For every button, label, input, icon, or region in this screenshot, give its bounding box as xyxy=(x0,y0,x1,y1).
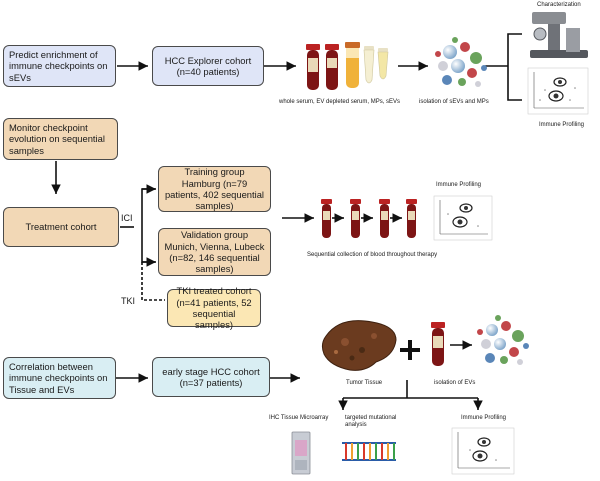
tki-cohort-box: TKI treated cohort (n=41 patients, 52 se… xyxy=(167,285,261,330)
blood-tube-icon xyxy=(306,44,320,90)
explorer-box: HCC Explorer cohort (n=40 patients) xyxy=(152,46,264,86)
blood-tube-icon xyxy=(321,199,332,238)
correlation-box: Correlation between immune checkpoints o… xyxy=(3,357,116,399)
scatter-plot-icon xyxy=(527,67,589,115)
serum-tube-icon xyxy=(345,42,360,88)
mutational-label: targeted mutational analysis xyxy=(345,415,397,429)
microscope-icon xyxy=(530,12,588,58)
tissue-slide-icon xyxy=(291,431,311,475)
row2-arrows xyxy=(51,161,402,301)
immune-profiling-label-2: Immune Profiling xyxy=(436,182,482,188)
training-box: Training group Hamburg (n=79 patients, 4… xyxy=(158,166,271,212)
vesicle-cloud-icon xyxy=(477,315,529,365)
scatter-plot-icon xyxy=(433,195,493,241)
validation-box: Validation group Munich, Vienna, Lubeck … xyxy=(158,228,271,276)
predict-box: Predict enrichment of immune checkpoints… xyxy=(3,45,116,87)
characterization-label: Characterization xyxy=(537,2,581,8)
blood-tube-icon xyxy=(350,199,361,238)
monitor-box: Monitor checkpoint evolution on sequenti… xyxy=(3,118,118,160)
blood-tube-icon xyxy=(406,199,417,238)
liver-icon xyxy=(321,320,397,371)
row1-arrows xyxy=(117,33,522,101)
isolation-label: isolation of sEVs and MPs xyxy=(419,99,489,105)
tki-label: TKI xyxy=(121,296,136,306)
ihc-label: IHC Tissue Microarray xyxy=(269,415,329,421)
plus-icon xyxy=(400,340,420,360)
blood-tube-icon xyxy=(431,322,445,366)
blood-tube-icon xyxy=(379,199,390,238)
tube-caption: whole serum, EV depleted serum, MPs, sEV… xyxy=(279,99,401,105)
blood-tube-icon xyxy=(325,44,339,90)
vesicle-cloud-icon xyxy=(435,37,487,87)
serum-tube-icon xyxy=(377,48,389,80)
treatment-box: Treatment cohort xyxy=(3,207,119,247)
ici-label: ICI xyxy=(121,213,133,223)
immune-profiling-label-1: Immune Profiling xyxy=(539,122,585,128)
sequential-label: Sequential collection of blood throughou… xyxy=(307,252,438,258)
scatter-plot-icon xyxy=(451,427,515,475)
row3-arrows xyxy=(116,340,483,410)
dna-icon xyxy=(342,442,396,461)
immune-profiling-label-3: Immune Profiling xyxy=(461,415,507,421)
early-stage-box: early stage HCC cohort (n=37 patients) xyxy=(152,357,270,397)
isolation-evs-label: isolation of EVs xyxy=(434,380,476,386)
tumor-tissue-label: Tumor Tissue xyxy=(346,380,383,386)
serum-tube-icon xyxy=(363,46,375,84)
